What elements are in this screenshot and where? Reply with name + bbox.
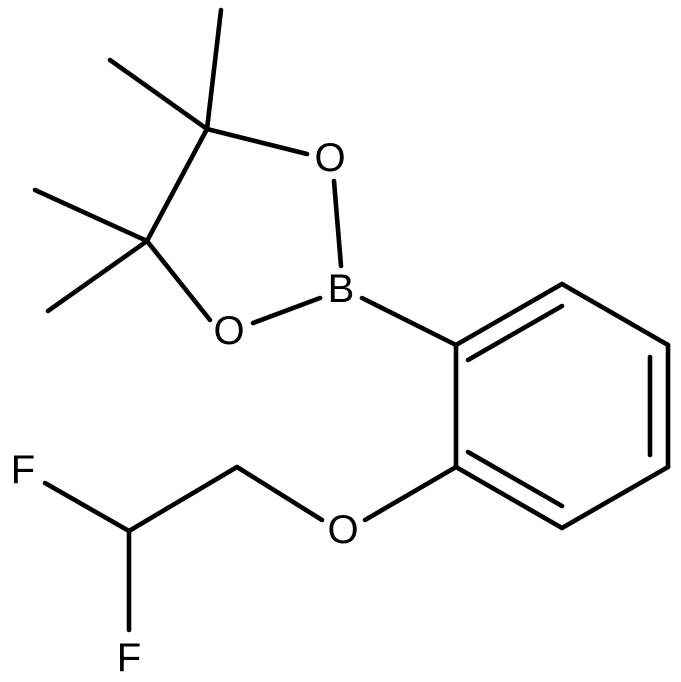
- methyl-bond-4: [45, 238, 150, 314]
- methyl-bond-2: [107, 57, 210, 132]
- methyl-bond-1: [204, 7, 224, 132]
- atom-label-fluorine-bottom: F: [117, 636, 141, 680]
- ring-bond-5-inner: [465, 449, 565, 509]
- ring-bond-1: [453, 281, 565, 348]
- bond-c5-c4: [144, 126, 210, 244]
- bond-b-aryl: [359, 295, 459, 348]
- atom-label-oxygen-left: O: [213, 309, 244, 353]
- benzene-ring: [453, 281, 671, 531]
- ring-bond-5: [453, 464, 565, 531]
- atom-label-oxygen-top: O: [314, 136, 345, 180]
- bond-o-ch2: [234, 464, 325, 523]
- difluoroethoxy-chain: [42, 464, 459, 633]
- bond-o1-b: [331, 178, 344, 269]
- methyl-groups: [32, 7, 224, 314]
- dioxaborolane-ring: [144, 126, 344, 326]
- bond-c4-o1: [204, 126, 310, 157]
- ring-bond-2: [559, 281, 671, 348]
- ring-bond-4: [559, 464, 671, 531]
- bond-c-f-top: [42, 480, 132, 534]
- bond-ch2-chf2: [126, 464, 240, 534]
- ring-bond-1-inner: [465, 303, 565, 363]
- atom-label-fluorine-top: F: [11, 448, 35, 492]
- methyl-bond-3: [32, 187, 150, 244]
- atom-label-boron: B: [328, 267, 355, 311]
- bond-o2-c5: [144, 238, 213, 323]
- atom-label-oxygen-ether: O: [327, 508, 358, 552]
- bond-b-o2: [250, 295, 323, 326]
- bond-aryl-o: [362, 464, 459, 523]
